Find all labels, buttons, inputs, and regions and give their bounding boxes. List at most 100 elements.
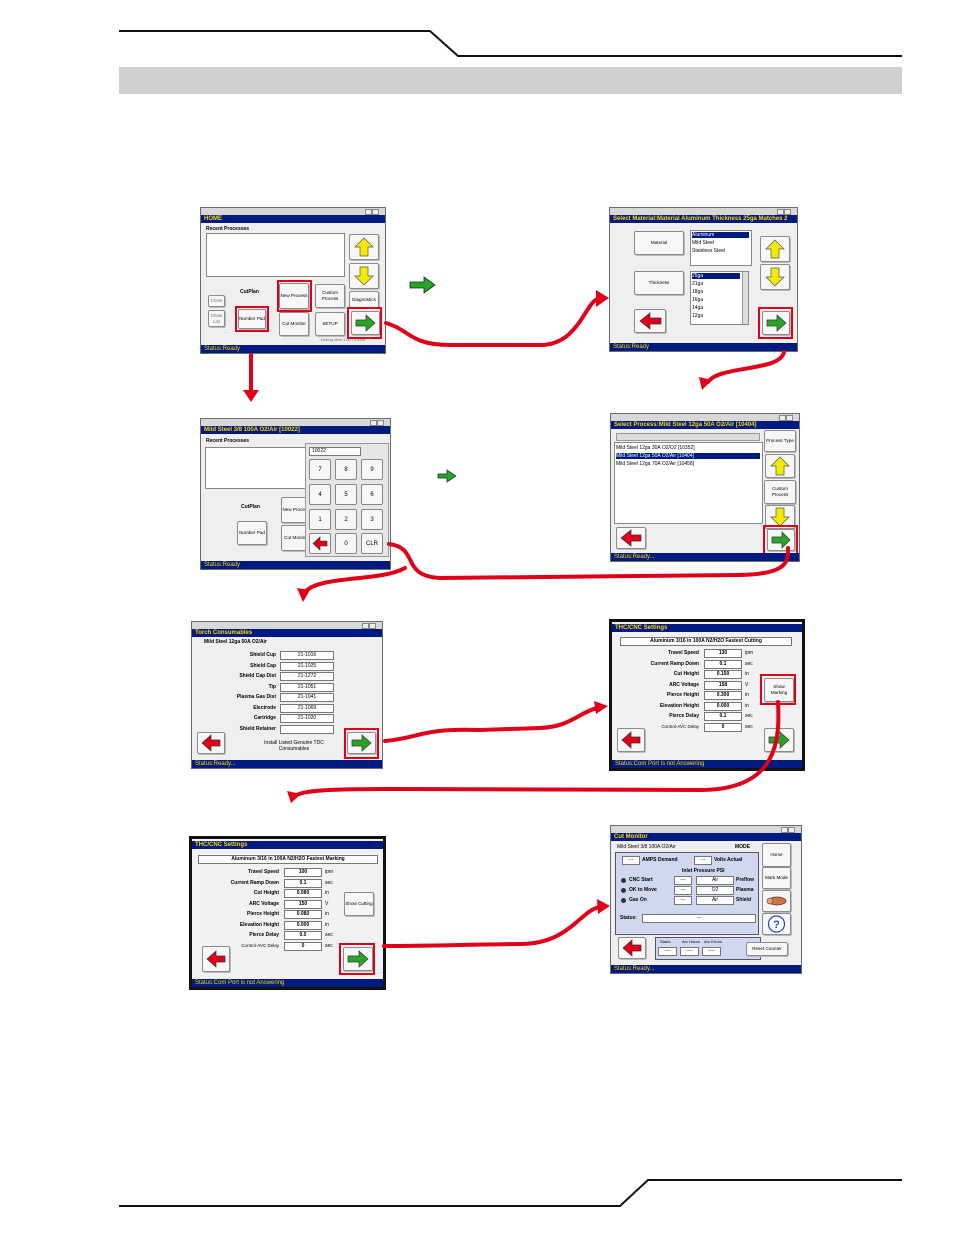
filter-dropdown[interactable] (616, 433, 760, 441)
setup-button[interactable]: SETUP (315, 312, 345, 336)
setting-value[interactable]: 0.1 (284, 878, 322, 888)
key-4[interactable]: 4 (309, 484, 331, 505)
screen-cut-monitor: Cut Monitor Mild Steel 3/8 100A O2/Air M… (610, 825, 802, 974)
list-item[interactable]: Mild Steel 12ga 70A O2/Air [10458] (616, 461, 695, 467)
inlet-pressure-label: Inlet Pressure PSI (682, 868, 725, 874)
status-bar: Status:Ready (201, 345, 385, 353)
setting-unit: in (745, 702, 749, 709)
mark-mode-button[interactable]: Mark Mode (762, 867, 791, 889)
reset-counter-button[interactable]: Reset Counter (746, 942, 788, 956)
list-item[interactable]: 14ga (692, 305, 704, 311)
diagnostics-button[interactable]: Diagnostics (349, 291, 379, 308)
custom-process-button[interactable]: Custom Process (315, 284, 345, 308)
process-list[interactable]: Mild Steel 12ga 30A O2/O2 [10352] Mild S… (614, 442, 763, 524)
setting-value[interactable]: 0.1 (704, 659, 742, 669)
cut-monitor-button[interactable]: Cut Monitor (279, 312, 309, 336)
next-button[interactable] (351, 311, 380, 335)
show-list-button[interactable]: Show List (208, 310, 225, 327)
scroll-up-button[interactable] (765, 454, 795, 478)
number-pad-button[interactable]: Number Pad (237, 521, 267, 545)
thickness-button[interactable]: Thickness (634, 271, 684, 295)
close-button[interactable]: Close (208, 295, 225, 307)
material-button[interactable]: Material (634, 231, 684, 255)
process-type-button[interactable]: Process Type (764, 430, 796, 452)
list-item[interactable]: Aluminum (692, 232, 749, 238)
key-2[interactable]: 2 (335, 509, 357, 530)
consumable-part-number: 21-1272 (280, 672, 334, 681)
list-item[interactable]: 16ga (692, 297, 704, 303)
number-pad-button[interactable]: Number Pad (238, 309, 266, 329)
volts-label: Volts Actual (714, 857, 743, 863)
arrow-left-icon (201, 734, 221, 752)
recent-processes-list[interactable] (206, 233, 345, 277)
back-button[interactable] (202, 946, 230, 972)
scroll-down-button[interactable] (349, 263, 379, 289)
key-6[interactable]: 6 (361, 484, 383, 505)
back-button[interactable] (618, 937, 646, 959)
arrow-right-icon (766, 314, 787, 332)
next-button[interactable] (762, 311, 790, 335)
key-clear[interactable]: CLR (361, 533, 383, 554)
setting-unit: in (325, 911, 329, 917)
consumable-label: Electrode (253, 704, 276, 711)
show-cutting-button[interactable]: Show Cutting (344, 892, 374, 916)
setting-value[interactable]: 158 (704, 680, 742, 690)
list-item[interactable]: 12ga (692, 313, 704, 319)
key-8[interactable]: 8 (335, 459, 357, 480)
list-item[interactable]: 25ga (692, 273, 740, 279)
setting-value[interactable]: 0 (284, 941, 322, 951)
setting-value[interactable]: 0 (704, 722, 742, 732)
setting-value[interactable]: 100 (284, 868, 322, 877)
list-item[interactable]: 21ga (692, 281, 704, 287)
scroll-up-button[interactable] (760, 236, 790, 262)
help-button[interactable]: ? (762, 913, 791, 935)
setting-value[interactable]: 0.0 (284, 931, 322, 940)
arrow-up-icon (765, 239, 785, 259)
list-item[interactable]: Mild Steel (692, 240, 714, 246)
setting-unit: sec (745, 723, 753, 730)
next-button[interactable] (343, 947, 373, 971)
list-item[interactable]: Mild Steel 12ga 50A O2/Air [10404] (616, 453, 760, 459)
setting-value[interactable]: 0.000 (284, 920, 322, 930)
counter-value: ---- (658, 947, 677, 956)
new-process-button[interactable]: New Process (279, 283, 309, 309)
back-button[interactable] (634, 309, 666, 333)
led-label: OK to Move (629, 887, 657, 893)
setting-value[interactable]: 130 (704, 649, 742, 658)
home-button[interactable]: Home (762, 843, 791, 867)
setting-value[interactable]: 150 (284, 899, 322, 909)
next-button[interactable] (764, 728, 794, 752)
setting-value[interactable]: 0.150 (704, 670, 742, 679)
key-1[interactable]: 1 (309, 509, 331, 530)
key-9[interactable]: 9 (361, 459, 383, 480)
key-5[interactable]: 5 (335, 484, 357, 505)
keypad-entry[interactable]: 10022 (309, 447, 361, 456)
back-button[interactable] (197, 732, 225, 754)
list-item[interactable]: Stainless Steel (692, 248, 726, 254)
setting-value[interactable]: 0.300 (704, 691, 742, 700)
list-scrollbar[interactable] (742, 272, 748, 324)
setting-label: ARC Voltage (669, 681, 699, 688)
key-7[interactable]: 7 (309, 459, 331, 480)
custom-process-button[interactable]: Custom Process (764, 480, 796, 504)
pressure-value: --- (674, 876, 692, 885)
scroll-down-button[interactable] (760, 264, 790, 290)
torch-button[interactable] (762, 890, 791, 912)
key-0[interactable]: 0 (335, 533, 357, 554)
status-led-icon (621, 888, 626, 893)
back-button[interactable] (617, 728, 645, 752)
setting-value[interactable]: 0.1 (704, 712, 742, 721)
scroll-up-button[interactable] (349, 234, 379, 260)
recent-processes-list[interactable] (205, 447, 307, 489)
setting-value[interactable]: 0.080 (284, 889, 322, 898)
material-list[interactable]: Aluminum Mild Steel Stainless Steel (690, 230, 752, 266)
back-button[interactable] (616, 527, 646, 549)
thickness-list[interactable]: 25ga 21ga 18ga 16ga 14ga 12ga (690, 271, 749, 325)
list-item[interactable]: 18ga (692, 289, 704, 295)
setting-value[interactable]: 0.080 (284, 910, 322, 919)
key-backspace[interactable] (309, 533, 331, 554)
key-3[interactable]: 3 (361, 509, 383, 530)
list-item[interactable]: Mild Steel 12ga 30A O2/O2 [10352] (616, 445, 695, 451)
show-marking-button[interactable]: Show Marking (764, 678, 794, 702)
setting-value[interactable]: 0.000 (704, 701, 742, 711)
